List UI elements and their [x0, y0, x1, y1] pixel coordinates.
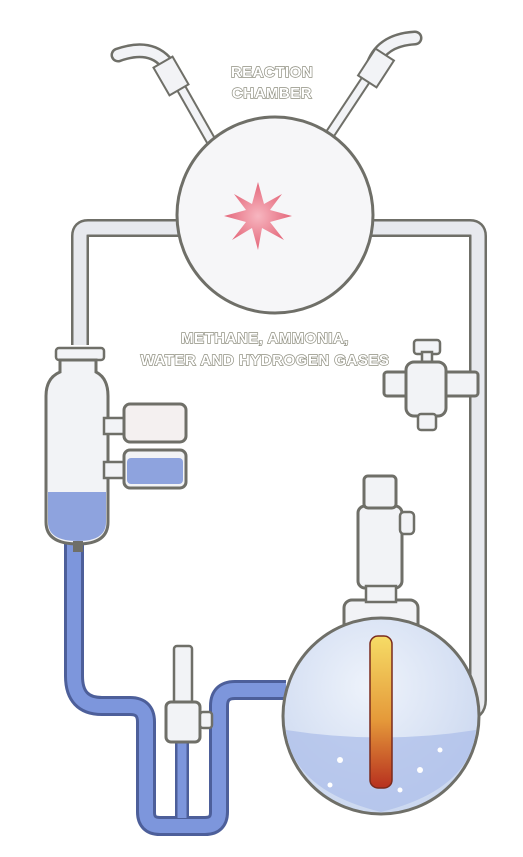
stopcock-icon — [382, 338, 480, 432]
reaction-chamber — [175, 115, 375, 315]
spark-icon — [224, 182, 292, 250]
condenser — [44, 346, 188, 552]
u-tube-valve — [164, 644, 214, 744]
heater-icon — [369, 635, 393, 789]
gases-label-line1: METHANE, AMMONIA, — [181, 330, 349, 347]
reaction-chamber-label-line1: REACTION — [231, 64, 313, 81]
gases-label-line2: WATER AND HYDROGEN GASES — [141, 352, 390, 369]
reaction-chamber-label-line2: CHAMBER — [232, 85, 312, 102]
